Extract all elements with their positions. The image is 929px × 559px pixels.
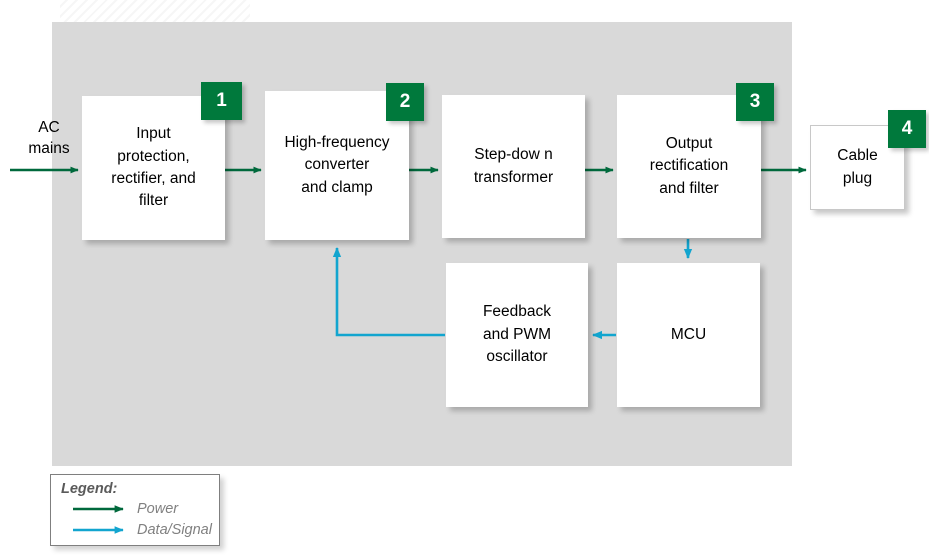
badge-2-number: 2 bbox=[399, 91, 411, 112]
node-input-protection[interactable]: Input protection, rectifier, and filter bbox=[82, 96, 225, 240]
node-hf-converter[interactable]: High-frequency converter and clamp bbox=[265, 91, 409, 240]
node-step-down-transformer[interactable]: Step-dow n transformer bbox=[442, 95, 585, 238]
badge-1-number: 1 bbox=[216, 90, 227, 111]
legend-arrows bbox=[73, 505, 124, 534]
legend-item-signal-label: Data/Signal bbox=[137, 522, 212, 538]
legend: Legend: Power Data/Signal bbox=[50, 474, 220, 546]
badge-2[interactable]: 2 bbox=[386, 83, 424, 121]
node-cable-plug-label: Cable plug bbox=[837, 147, 878, 187]
badge-4-number: 4 bbox=[901, 118, 913, 139]
badge-3[interactable]: 3 bbox=[736, 83, 774, 121]
badge-1[interactable]: 1 bbox=[201, 82, 242, 120]
ac-mains-label: AC mains bbox=[28, 119, 70, 157]
node-feedback-pwm-label: Feedback and PWM oscillator bbox=[482, 303, 552, 366]
node-output-rectification-label: Output rectification and filter bbox=[649, 134, 729, 197]
legend-item-power-label: Power bbox=[137, 501, 179, 517]
node-hf-converter-label: High-frequency converter and clamp bbox=[284, 133, 390, 196]
node-step-down-transformer-label: Step-dow n transformer bbox=[473, 146, 554, 186]
legend-title: Legend: bbox=[61, 481, 118, 497]
node-input-protection-label: Input protection, rectifier, and filter bbox=[111, 125, 196, 210]
node-mcu-label: MCU bbox=[670, 325, 707, 343]
badge-3-number: 3 bbox=[749, 91, 761, 112]
badge-4[interactable]: 4 bbox=[888, 110, 926, 148]
node-feedback-pwm[interactable]: Feedback and PWM oscillator bbox=[446, 263, 588, 407]
node-mcu[interactable]: MCU bbox=[617, 263, 760, 407]
